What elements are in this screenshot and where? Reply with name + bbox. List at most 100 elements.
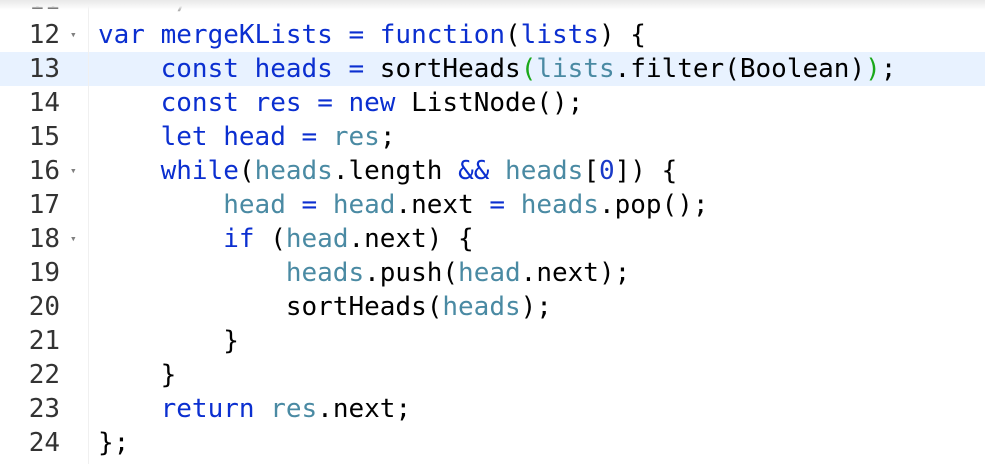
line-gutter: 12 ▾ <box>0 18 88 52</box>
code-token: 0 <box>598 156 615 186</box>
code-token: var <box>98 20 145 50</box>
code-token: head <box>223 190 286 220</box>
code-token: .filter(Boolean) <box>614 54 866 84</box>
code-line[interactable]: 15 let head = res; <box>0 120 985 154</box>
code-line[interactable]: 24}; <box>0 426 985 460</box>
code-token: ; <box>880 54 897 84</box>
code-token: heads <box>285 258 365 288</box>
code-token: .next) { <box>348 224 474 254</box>
code-token <box>317 190 333 220</box>
code-text: if (head.next) { <box>98 222 474 256</box>
code-text: const heads = sortHeads(lists.filter(Boo… <box>98 52 897 86</box>
code-line[interactable]: 14 const res = new ListNode(); <box>0 86 985 120</box>
code-token <box>364 20 380 50</box>
code-token: = <box>348 54 365 84</box>
code-text: while(heads.length && heads[0]) { <box>98 154 678 188</box>
fold-toggle-icon[interactable]: ▾ <box>70 232 77 245</box>
code-text: } <box>98 324 239 358</box>
code-token: = <box>301 122 318 152</box>
code-token: function <box>379 20 506 50</box>
code-text: heads.push(head.next); <box>98 256 630 290</box>
code-text: let head = res; <box>98 120 396 154</box>
code-line[interactable]: 21 } <box>0 324 985 358</box>
code-token: heads <box>520 190 599 220</box>
line-number: 12 <box>28 20 60 50</box>
code-token: = <box>489 190 506 220</box>
code-line[interactable]: 20 sortHeads(heads); <box>0 290 985 324</box>
code-token: .next <box>395 190 490 220</box>
gutter-divider <box>88 0 89 464</box>
code-line[interactable]: 17 head = head.next = heads.pop(); <box>0 188 985 222</box>
line-gutter: 17 <box>0 188 88 222</box>
code-token <box>98 190 223 220</box>
code-token: } <box>98 326 239 356</box>
code-token: [ <box>583 156 599 186</box>
code-token: }; <box>98 428 130 458</box>
code-line-active[interactable]: 13 const heads = sortHeads(lists.filter(… <box>0 52 985 86</box>
line-number: 22 <box>28 360 60 390</box>
line-gutter: 21 <box>0 324 88 358</box>
code-token: let <box>160 122 208 152</box>
fold-toggle-icon[interactable]: ▾ <box>70 28 77 41</box>
code-line[interactable]: 22 } <box>0 358 985 392</box>
code-token: = <box>301 190 318 220</box>
code-token <box>98 156 161 186</box>
line-gutter: 13 <box>0 52 88 86</box>
code-token: .length <box>332 156 459 186</box>
code-line[interactable]: 16▾ while(heads.length && heads[0]) { <box>0 154 985 188</box>
code-token: lists <box>536 54 615 84</box>
code-token: heads <box>505 156 584 186</box>
code-line[interactable]: 23 return res.next; <box>0 392 985 426</box>
code-token: heads <box>442 292 521 322</box>
code-token: .pop(); <box>598 190 709 220</box>
code-token: = <box>348 20 365 50</box>
line-number: 18 <box>28 224 60 254</box>
code-token: res <box>332 122 380 152</box>
code-token: while <box>160 156 239 186</box>
code-token: const <box>160 54 239 84</box>
code-token: ( <box>520 54 537 84</box>
code-text: var mergeKLists = function(lists) { <box>98 18 646 52</box>
code-token <box>333 88 349 118</box>
line-gutter: 19 <box>0 256 88 290</box>
code-token: lists <box>520 20 599 50</box>
code-line[interactable]: 19 heads.push(head.next); <box>0 256 985 290</box>
code-token <box>317 122 333 152</box>
code-token <box>239 88 255 118</box>
line-number: 20 <box>28 292 60 322</box>
code-token: .push( <box>364 258 459 288</box>
code-line[interactable]: 18 ▾ if (head.next) { <box>0 222 985 256</box>
code-token: } <box>98 360 177 390</box>
code-line[interactable]: 12 ▾ var mergeKLists = function(lists) { <box>0 18 985 52</box>
line-gutter: 20 <box>0 290 88 324</box>
line-gutter: 15 <box>0 120 88 154</box>
code-token: .next; <box>317 394 412 424</box>
code-token <box>286 190 302 220</box>
code-token: ListNode(); <box>395 88 584 118</box>
code-text: } <box>98 358 177 392</box>
line-gutter: 14 <box>0 86 88 120</box>
fold-toggle-icon[interactable]: ▾ <box>70 164 77 177</box>
line-number: 24 <box>28 428 60 458</box>
line-number: 14 <box>28 88 60 118</box>
line-number: 17 <box>28 190 60 220</box>
line-gutter: 18 ▾ <box>0 222 88 256</box>
line-number: 13 <box>28 54 60 84</box>
code-token: head <box>332 190 396 220</box>
code-token <box>98 54 161 84</box>
code-token: ; <box>379 122 396 152</box>
code-token: ); <box>520 292 552 322</box>
code-token: res <box>254 88 302 118</box>
code-token <box>333 20 349 50</box>
code-text: }; <box>98 426 129 460</box>
line-gutter: 22 <box>0 358 88 392</box>
code-token: if <box>223 224 255 254</box>
code-token <box>255 394 271 424</box>
line-gutter: 23 <box>0 392 88 426</box>
code-token <box>333 54 349 84</box>
code-token <box>98 88 161 118</box>
code-token: ( <box>505 20 521 50</box>
code-token: const <box>160 88 239 118</box>
code-token: head <box>458 258 521 288</box>
